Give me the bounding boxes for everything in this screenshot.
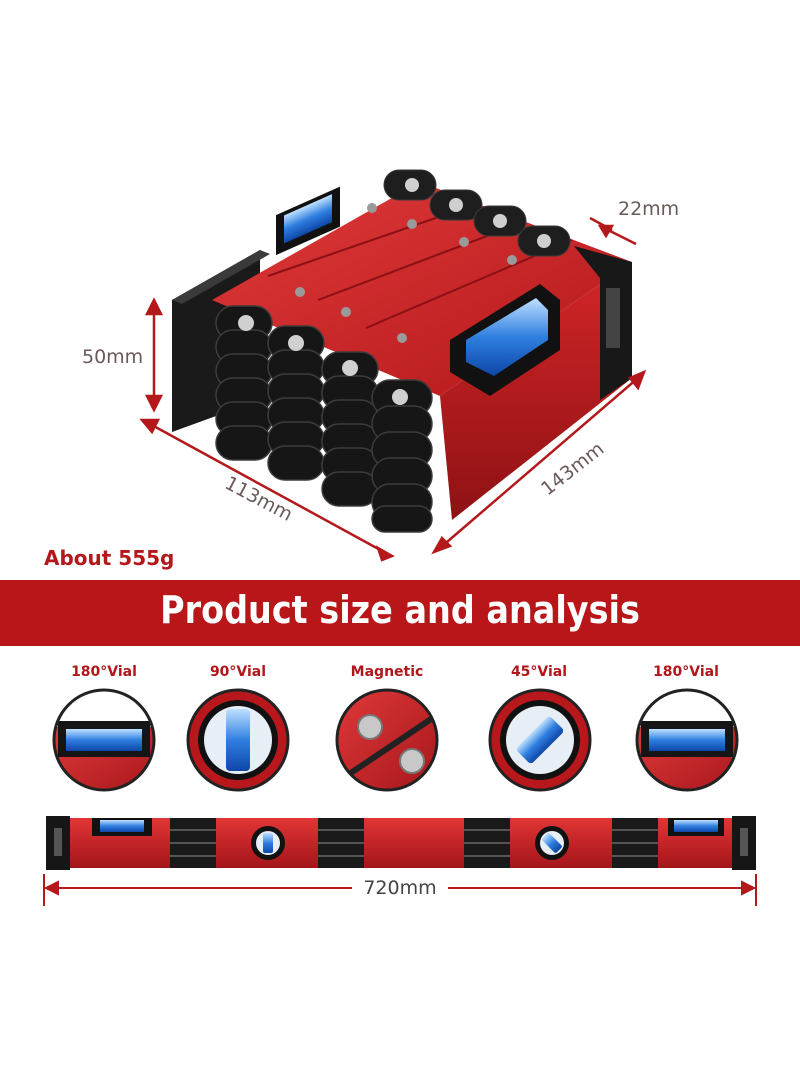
dimension-22mm: 22mm	[618, 198, 680, 220]
end-cap-right	[574, 246, 632, 400]
closeup-180-vial-right	[637, 690, 737, 790]
closeup-magnetic	[337, 690, 437, 790]
section-banner: Product size and analysis	[0, 580, 800, 646]
folded-level-illustration	[139, 169, 647, 562]
dimension-720mm: 720mm	[363, 877, 437, 899]
hinge-stack-4	[371, 379, 433, 533]
top-vial-left	[276, 186, 340, 256]
unfolded-level	[43, 816, 757, 906]
top-vial-right	[450, 284, 560, 396]
feature-label-180-vial-left: 180°Vial	[71, 664, 137, 680]
hinge-stack-3	[321, 351, 379, 507]
closeup-90-vial	[188, 690, 288, 790]
feature-label-magnetic: Magnetic	[350, 664, 424, 680]
dimension-50mm: 50mm	[82, 346, 144, 368]
feature-closeups	[52, 688, 739, 792]
closeup-180-vial-left	[54, 690, 154, 790]
front-side	[440, 262, 632, 520]
feature-label-180-vial-right: 180°Vial	[653, 664, 719, 680]
feature-label-90-vial: 90°Vial	[209, 664, 267, 680]
feature-label-45-vial: 45°Vial	[510, 664, 568, 680]
closeup-45-vial	[490, 690, 590, 790]
banner-title: Product size and analysis	[160, 588, 640, 632]
weight-label: About 555g	[44, 546, 175, 570]
